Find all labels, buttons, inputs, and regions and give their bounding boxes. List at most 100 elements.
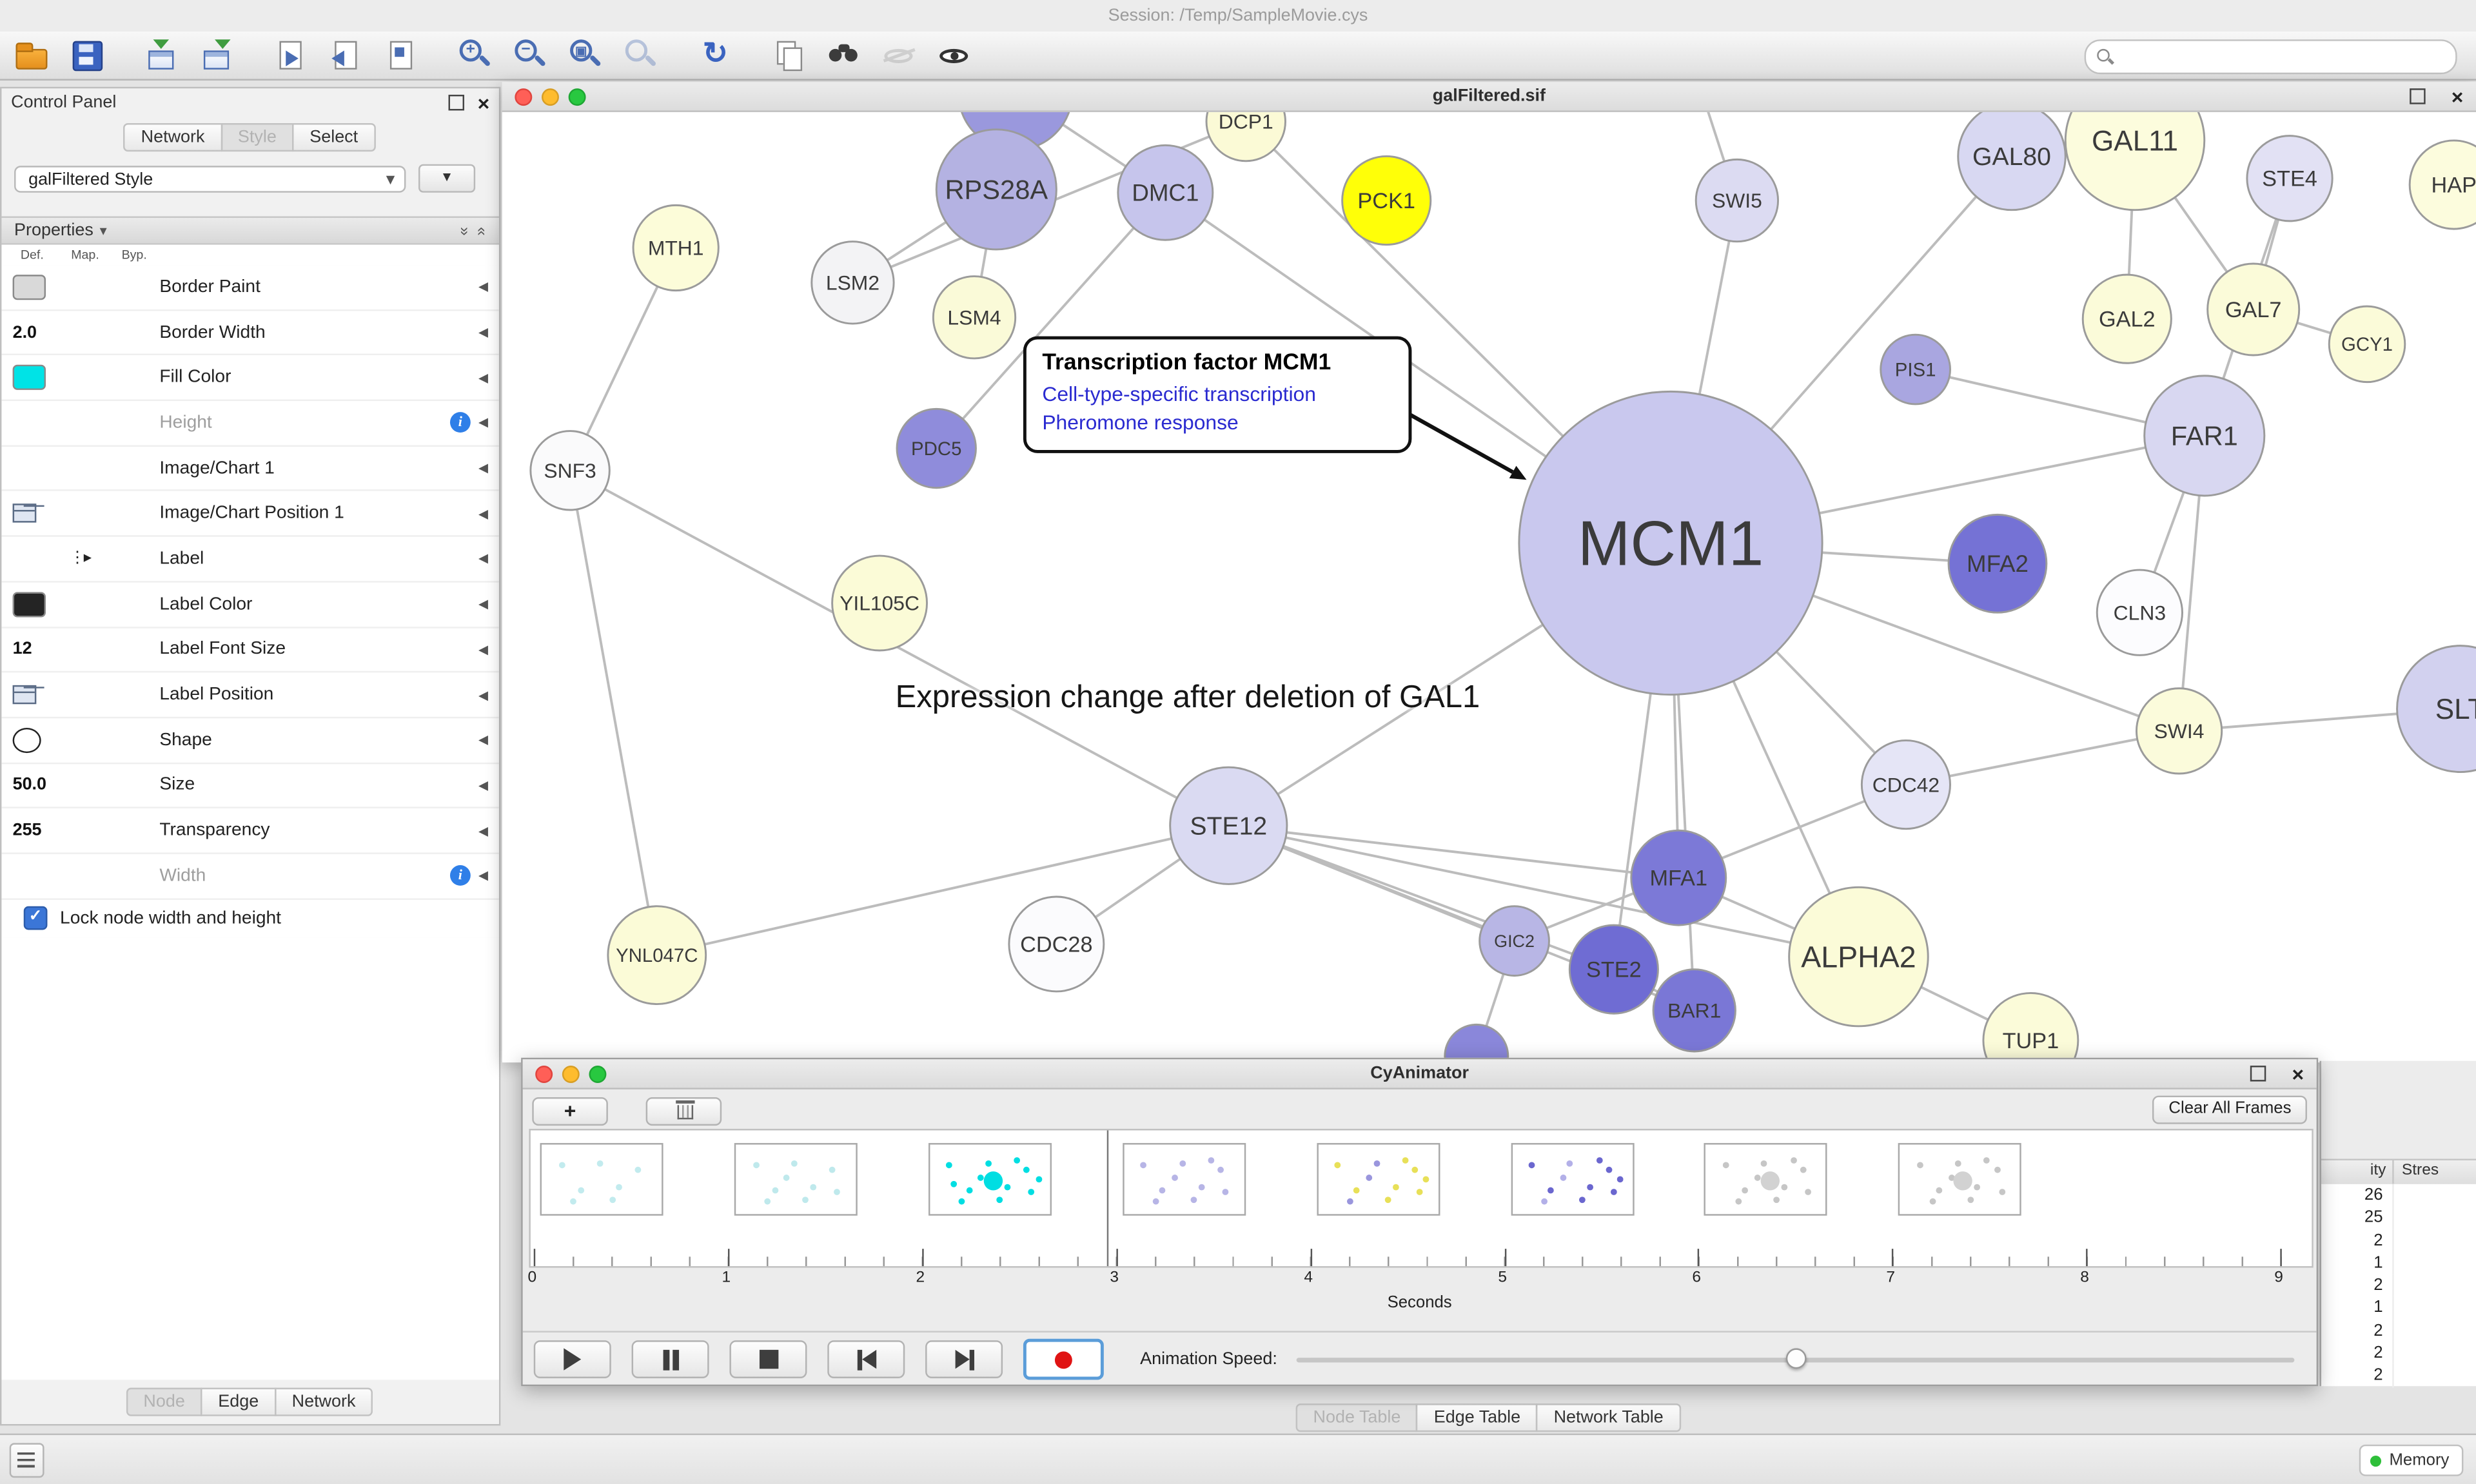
first-frame-button[interactable] — [827, 1340, 905, 1378]
node-GAL11[interactable] — [2064, 112, 2206, 211]
close-icon[interactable]: × — [2292, 1061, 2304, 1086]
node-HAP[interactable] — [2408, 139, 2476, 230]
color-swatch[interactable] — [12, 274, 46, 300]
new-network-icon[interactable] — [271, 36, 310, 74]
add-frame-button[interactable]: + — [532, 1097, 608, 1126]
collapse-all-icon[interactable]: » — [473, 226, 491, 235]
find-network-icon[interactable] — [826, 36, 864, 74]
node-LSM2[interactable] — [811, 240, 895, 325]
close-traffic-icon[interactable] — [535, 1064, 553, 1082]
property-row[interactable]: Label Position◀ — [1, 673, 499, 718]
play-button[interactable] — [533, 1340, 611, 1378]
properties-header[interactable]: Properties ▾ » » — [1, 216, 499, 245]
table-row[interactable]: 2 — [2321, 1364, 2476, 1387]
float-window-icon[interactable] — [2410, 88, 2426, 104]
expand-arrow-icon[interactable]: ◀ — [478, 778, 489, 793]
export-network-icon[interactable] — [327, 36, 365, 74]
default-value-cell[interactable] — [1, 685, 58, 705]
tab-select[interactable]: Select — [292, 122, 376, 151]
node-LSM4[interactable] — [932, 275, 1017, 360]
property-row[interactable]: Border Paint◀ — [1, 265, 499, 311]
save-session-icon[interactable] — [68, 36, 106, 74]
slider-thumb[interactable] — [1785, 1348, 1806, 1369]
default-value-cell[interactable]: 255 — [12, 821, 42, 841]
stop-button[interactable] — [729, 1340, 807, 1378]
node-MTH1[interactable] — [632, 204, 720, 292]
search-input[interactable] — [2084, 39, 2457, 75]
node-PCK1[interactable] — [1341, 155, 1432, 246]
node-MCM1[interactable] — [1518, 390, 1823, 696]
zoom-out-icon[interactable] — [511, 36, 549, 74]
node-FAR1[interactable] — [2143, 375, 2266, 497]
tab-node-table[interactable]: Node Table — [1295, 1403, 1419, 1432]
style-dropdown[interactable]: galFiltered Style — [14, 164, 406, 193]
expand-arrow-icon[interactable]: ◀ — [478, 868, 489, 883]
annotation-arrow[interactable] — [1404, 410, 1514, 474]
expand-arrow-icon[interactable]: ◀ — [478, 597, 489, 612]
close-traffic-icon[interactable] — [515, 87, 533, 105]
node-CLN3[interactable] — [2096, 569, 2183, 656]
frames-timeline[interactable] — [529, 1129, 2314, 1268]
node-DCP1[interactable] — [1205, 112, 1286, 162]
import-network-icon[interactable] — [142, 36, 180, 74]
node-SLT[interactable] — [2396, 645, 2476, 773]
expand-arrow-icon[interactable]: ◀ — [478, 416, 489, 431]
node-PIS1[interactable] — [1880, 333, 1951, 405]
info-icon[interactable]: i — [449, 865, 471, 886]
frame-thumbnail-1[interactable] — [734, 1143, 858, 1216]
frame-thumbnail-0[interactable] — [540, 1143, 663, 1216]
copy-view-icon[interactable] — [771, 36, 809, 74]
float-window-icon[interactable] — [449, 94, 465, 111]
node-CDC42[interactable] — [1860, 739, 1951, 830]
frame-thumbnail-4[interactable] — [1316, 1143, 1440, 1216]
expand-arrow-icon[interactable]: ◀ — [478, 280, 489, 295]
edge[interactable] — [569, 470, 658, 955]
node-GAL7[interactable] — [2206, 262, 2301, 356]
maximize-traffic-icon[interactable] — [589, 1064, 607, 1082]
cyanimator-titlebar[interactable]: CyAnimator × — [522, 1059, 2317, 1089]
property-row[interactable]: Image/Chart 1◀ — [1, 446, 499, 492]
tab-edge[interactable]: Edge — [201, 1387, 277, 1416]
table-row[interactable]: 26 — [2321, 1184, 2476, 1207]
expand-arrow-icon[interactable]: ◀ — [478, 461, 489, 476]
close-icon[interactable]: × — [2451, 84, 2464, 108]
table-row[interactable]: 1 — [2321, 1296, 2476, 1320]
property-row[interactable]: Label Color◀ — [1, 582, 499, 628]
node-STE2[interactable] — [1568, 924, 1659, 1015]
edge[interactable] — [935, 191, 1166, 449]
tab-edge-table[interactable]: Edge Table — [1416, 1403, 1538, 1432]
table-row[interactable]: 2 — [2321, 1342, 2476, 1365]
expand-arrow-icon[interactable]: ◀ — [478, 642, 489, 657]
edge[interactable] — [1228, 824, 1859, 959]
close-icon[interactable]: × — [477, 90, 490, 115]
node-SWI4[interactable] — [2136, 687, 2223, 775]
default-value-cell[interactable] — [1, 503, 58, 523]
record-button[interactable] — [1023, 1338, 1104, 1380]
frame-thumbnail-7[interactable] — [1898, 1143, 2022, 1216]
default-value-cell[interactable]: 2.0 — [12, 322, 37, 342]
node-TUP1[interactable] — [1982, 991, 2079, 1063]
pause-button[interactable] — [631, 1340, 709, 1378]
table-row[interactable]: 1 — [2321, 1251, 2476, 1274]
node-CDC28[interactable] — [1008, 895, 1105, 993]
network-window-titlebar[interactable]: galFiltered.sif × — [502, 82, 2476, 112]
property-row[interactable]: ⋮▸Label◀ — [1, 537, 499, 583]
memory-button[interactable]: Memory — [2359, 1444, 2464, 1476]
timeline-playhead[interactable] — [1106, 1130, 1109, 1267]
node-YNL047C[interactable] — [607, 905, 707, 1006]
table-row[interactable]: 2 — [2321, 1274, 2476, 1297]
expand-arrow-icon[interactable]: ◀ — [478, 823, 489, 838]
refresh-view-icon[interactable] — [696, 36, 734, 74]
default-value-cell[interactable] — [1, 591, 58, 617]
node-DMC1[interactable] — [1117, 144, 1214, 241]
show-graphics-icon[interactable] — [936, 36, 974, 74]
frame-thumbnail-5[interactable] — [1510, 1143, 1634, 1216]
tab-network[interactable]: Network — [274, 1387, 373, 1416]
node-partial[interactable] — [1444, 1023, 1509, 1063]
annotation-box[interactable]: Transcription factor MCM1 Cell-type-spec… — [1023, 336, 1412, 454]
